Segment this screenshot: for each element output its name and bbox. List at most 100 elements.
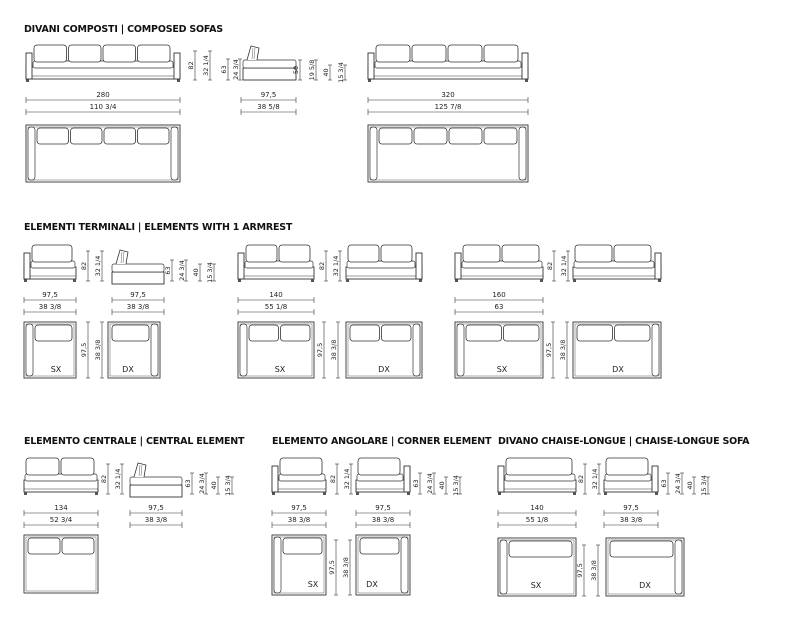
plan-back-cushion [381, 324, 412, 342]
cushion-stitch [120, 251, 123, 264]
dimension-vertical: 15 3/4 [206, 262, 214, 283]
sofa-base [345, 266, 423, 280]
sofa-leg [346, 279, 349, 282]
plan-back-cushion [280, 324, 311, 342]
back-cushion [102, 44, 136, 63]
dimension-inch: 38 3/8 [39, 303, 61, 311]
sofa-base [111, 271, 165, 285]
plan-armrest [518, 126, 527, 181]
seat-cushion [346, 260, 416, 269]
sofa-280-front [25, 44, 181, 82]
sofa-base [242, 67, 297, 81]
chaise-plan-dx [605, 537, 685, 597]
cushion-stitch [140, 464, 143, 477]
dimension-vertical: 82 [329, 475, 337, 483]
sx-label: SX [51, 365, 62, 374]
plan-back-cushion [27, 537, 61, 555]
sx-label: SX [308, 580, 319, 589]
plan-armrest [369, 126, 378, 181]
elem-140-front-dx [345, 244, 423, 282]
dimension-inch: 38 3/8 [127, 303, 149, 311]
dimension-vertical: 97,5 [545, 343, 553, 357]
dimension-vertical: 32 1/4 [332, 256, 340, 277]
dx-label: DX [366, 580, 378, 589]
sofa-armrest [367, 52, 375, 80]
dimension-vertical: 38 3/8 [94, 340, 102, 361]
sofa-base [367, 66, 529, 80]
dimension-vertical: 24 3/4 [178, 260, 186, 281]
dimension-vertical: 15 3/4 [452, 475, 460, 496]
sofa-leg [356, 492, 359, 495]
seat-cushion [32, 60, 174, 69]
sofa-base [454, 266, 544, 280]
plan-back-cushion [609, 540, 674, 558]
dimension-inch: 55 1/8 [526, 516, 548, 524]
dimension-vertical: 63 [164, 266, 172, 274]
sofa-armrest [173, 52, 181, 80]
plan-armrest [400, 536, 409, 594]
section-title-central: ELEMENTO CENTRALE | CENTRAL ELEMENT [24, 436, 245, 447]
corner-front-dx [355, 457, 411, 495]
dimension-vertical: 82 [318, 262, 326, 270]
sofa-base [355, 479, 411, 493]
plan-back-cushion [36, 127, 69, 145]
dimension-vertical: 24 3/4 [426, 473, 434, 494]
seat-cushion [244, 260, 314, 269]
dimension-inch: 38 3/8 [288, 516, 310, 524]
sofa-leg [177, 79, 180, 82]
sofa-armrest [25, 52, 33, 80]
plan-armrest [239, 323, 248, 377]
sofa-leg [658, 279, 661, 282]
section-title-armrest: ELEMENTI TERMINALI | ELEMENTS WITH 1 ARM… [24, 222, 293, 233]
composed-side [242, 45, 297, 81]
elem-140-plan-sx [237, 321, 315, 379]
seat-cushion [461, 260, 543, 269]
plan-back-cushion [111, 324, 150, 342]
chaise-front-sx [497, 457, 577, 495]
seat-cushion [24, 473, 98, 482]
plan-back-cushion [483, 127, 518, 145]
plan-back-cushion [614, 324, 651, 342]
plan-back-cushion [503, 324, 540, 342]
dimension-cm: 97,5 [42, 291, 58, 299]
dimension-cm: 280 [96, 91, 109, 99]
dimension-vertical: 32 1/4 [94, 256, 102, 277]
dimension-cm: 134 [54, 504, 68, 512]
seat-cushion [573, 260, 655, 269]
back-cushion [505, 457, 573, 476]
dimension-inch: 52 3/4 [50, 516, 73, 524]
sofa-leg [272, 492, 275, 495]
dimension-cm: 97,5 [130, 291, 146, 299]
plan-back-cushion [349, 324, 380, 342]
dimension-inch: 38 3/8 [372, 516, 394, 524]
chaise-plan-sx [497, 537, 577, 597]
sofa-320-front [367, 44, 529, 82]
plan-armrest [27, 126, 36, 181]
dx-label: DX [612, 365, 624, 374]
plan-back-cushion [448, 127, 483, 145]
back-cushion [613, 244, 652, 263]
dimension-vertical: 32 1/4 [343, 469, 351, 490]
back-cushion [33, 44, 67, 63]
dimension-vertical: 15 3/4 [700, 475, 708, 496]
dimension-vertical: 82 [577, 475, 585, 483]
dimension-vertical: 38 3/8 [330, 340, 338, 361]
sx-label: SX [497, 365, 508, 374]
dimension-cm: 140 [269, 291, 282, 299]
sofa-armrest [237, 252, 245, 280]
sofa-leg [540, 279, 543, 282]
sofa-leg [24, 492, 27, 495]
back-cushion [483, 44, 519, 63]
dimension-vertical: 50 [292, 66, 300, 74]
elem-140-plan-dx [345, 321, 423, 379]
back-cushion [133, 462, 147, 478]
dimension-cm: 97,5 [148, 504, 164, 512]
dimension-vertical: 38 3/8 [590, 560, 598, 581]
dimension-vertical: 63 [660, 479, 668, 487]
dimension-vertical: 97,5 [328, 560, 336, 574]
sofa-armrest [497, 465, 505, 493]
plan-back-cushion [413, 127, 448, 145]
back-cushion [574, 244, 613, 263]
sofa-base [603, 479, 659, 493]
sofa-leg [95, 492, 98, 495]
